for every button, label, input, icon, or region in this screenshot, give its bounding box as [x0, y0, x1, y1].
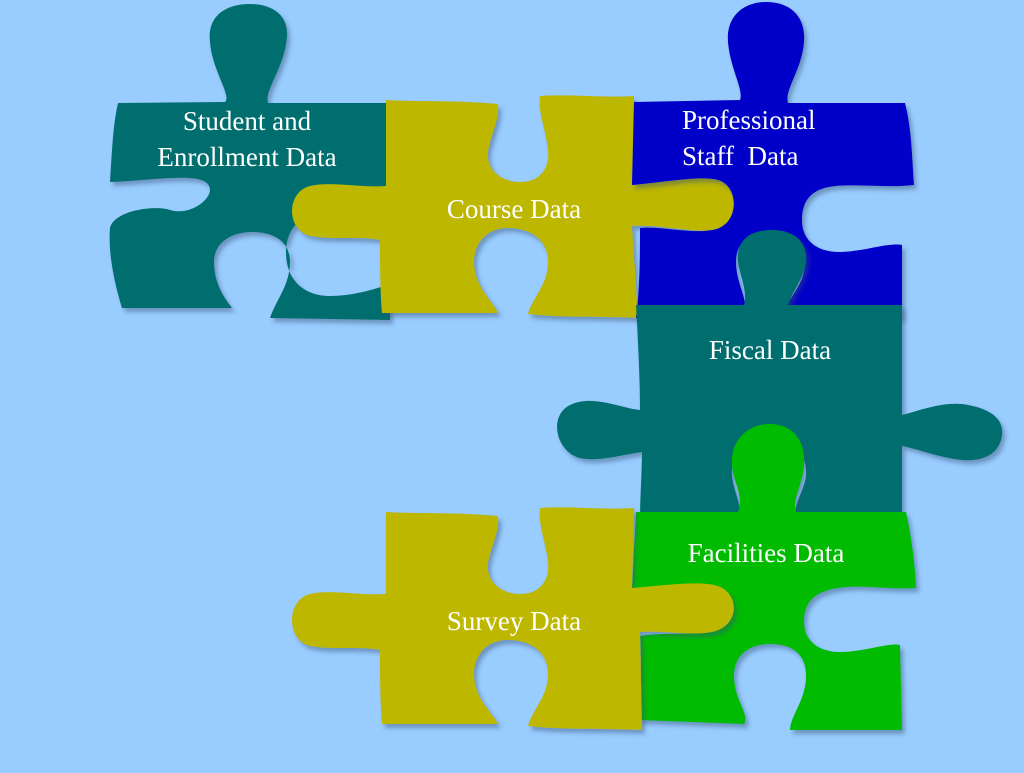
puzzle-piece-professional: [632, 2, 914, 318]
label-facilities: Facilities Data: [687, 538, 845, 568]
puzzle-piece-survey: [292, 507, 734, 730]
label-student-enrollment: Student and Enrollment Data: [157, 106, 337, 172]
label-survey: Survey Data: [446, 606, 582, 636]
puzzle-piece-student: [109, 4, 390, 320]
puzzle-piece-course: [292, 95, 734, 318]
puzzle-piece-facilities: [632, 424, 916, 730]
label-fiscal: Fiscal Data: [708, 335, 832, 365]
label-professional-staff: Professional Staff Data: [682, 105, 816, 171]
label-course: Course Data: [446, 194, 582, 224]
puzzle-piece-fiscal: [557, 230, 1003, 520]
